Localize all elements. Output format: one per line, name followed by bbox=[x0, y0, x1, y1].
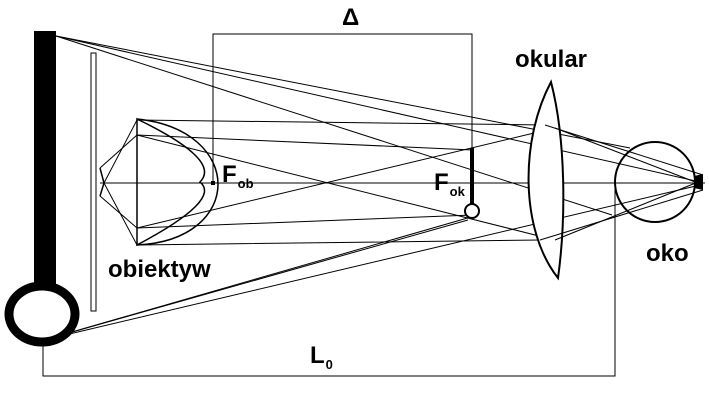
f-ok-label: Fok bbox=[434, 169, 465, 199]
ray bbox=[554, 179, 704, 241]
ray bbox=[136, 127, 556, 229]
eyepiece-lens bbox=[527, 79, 565, 281]
ray bbox=[55, 35, 613, 216]
l0-label: L0 bbox=[310, 342, 333, 372]
f-ob-sub: ob bbox=[237, 176, 254, 191]
l0-main: L bbox=[310, 342, 325, 369]
oko-label: oko bbox=[646, 240, 689, 267]
ray bbox=[544, 124, 704, 176]
ray bbox=[103, 182, 541, 246]
eye-retina-focus bbox=[694, 174, 703, 190]
l0-sub: 0 bbox=[325, 357, 333, 372]
lamp-ring bbox=[4, 281, 80, 347]
objective-lens-curve bbox=[136, 118, 219, 246]
intermediate-image-head bbox=[464, 203, 480, 219]
objective-lens bbox=[136, 117, 206, 247]
delta-label: Δ bbox=[342, 4, 360, 31]
f-ok-sub: ok bbox=[449, 184, 465, 199]
delta-bracket bbox=[212, 33, 473, 183]
l0-bracket bbox=[42, 185, 616, 377]
ray bbox=[103, 119, 546, 184]
ray bbox=[136, 134, 556, 241]
eye bbox=[614, 141, 696, 223]
ray bbox=[55, 35, 701, 183]
ray bbox=[43, 184, 701, 341]
ray bbox=[554, 127, 704, 186]
specimen-slide bbox=[90, 52, 97, 312]
ray bbox=[43, 219, 469, 341]
f-ob-label: Fob bbox=[222, 161, 254, 191]
f-ok-main: F bbox=[434, 169, 449, 196]
ray bbox=[539, 189, 704, 241]
f-ob-point bbox=[211, 181, 215, 185]
specimen-arrow bbox=[99, 167, 105, 197]
okular-label: okular bbox=[515, 46, 588, 73]
f-ob-main: F bbox=[222, 161, 237, 188]
specimen-stand bbox=[34, 31, 56, 289]
obiektyw-label: obiektyw bbox=[108, 256, 211, 283]
